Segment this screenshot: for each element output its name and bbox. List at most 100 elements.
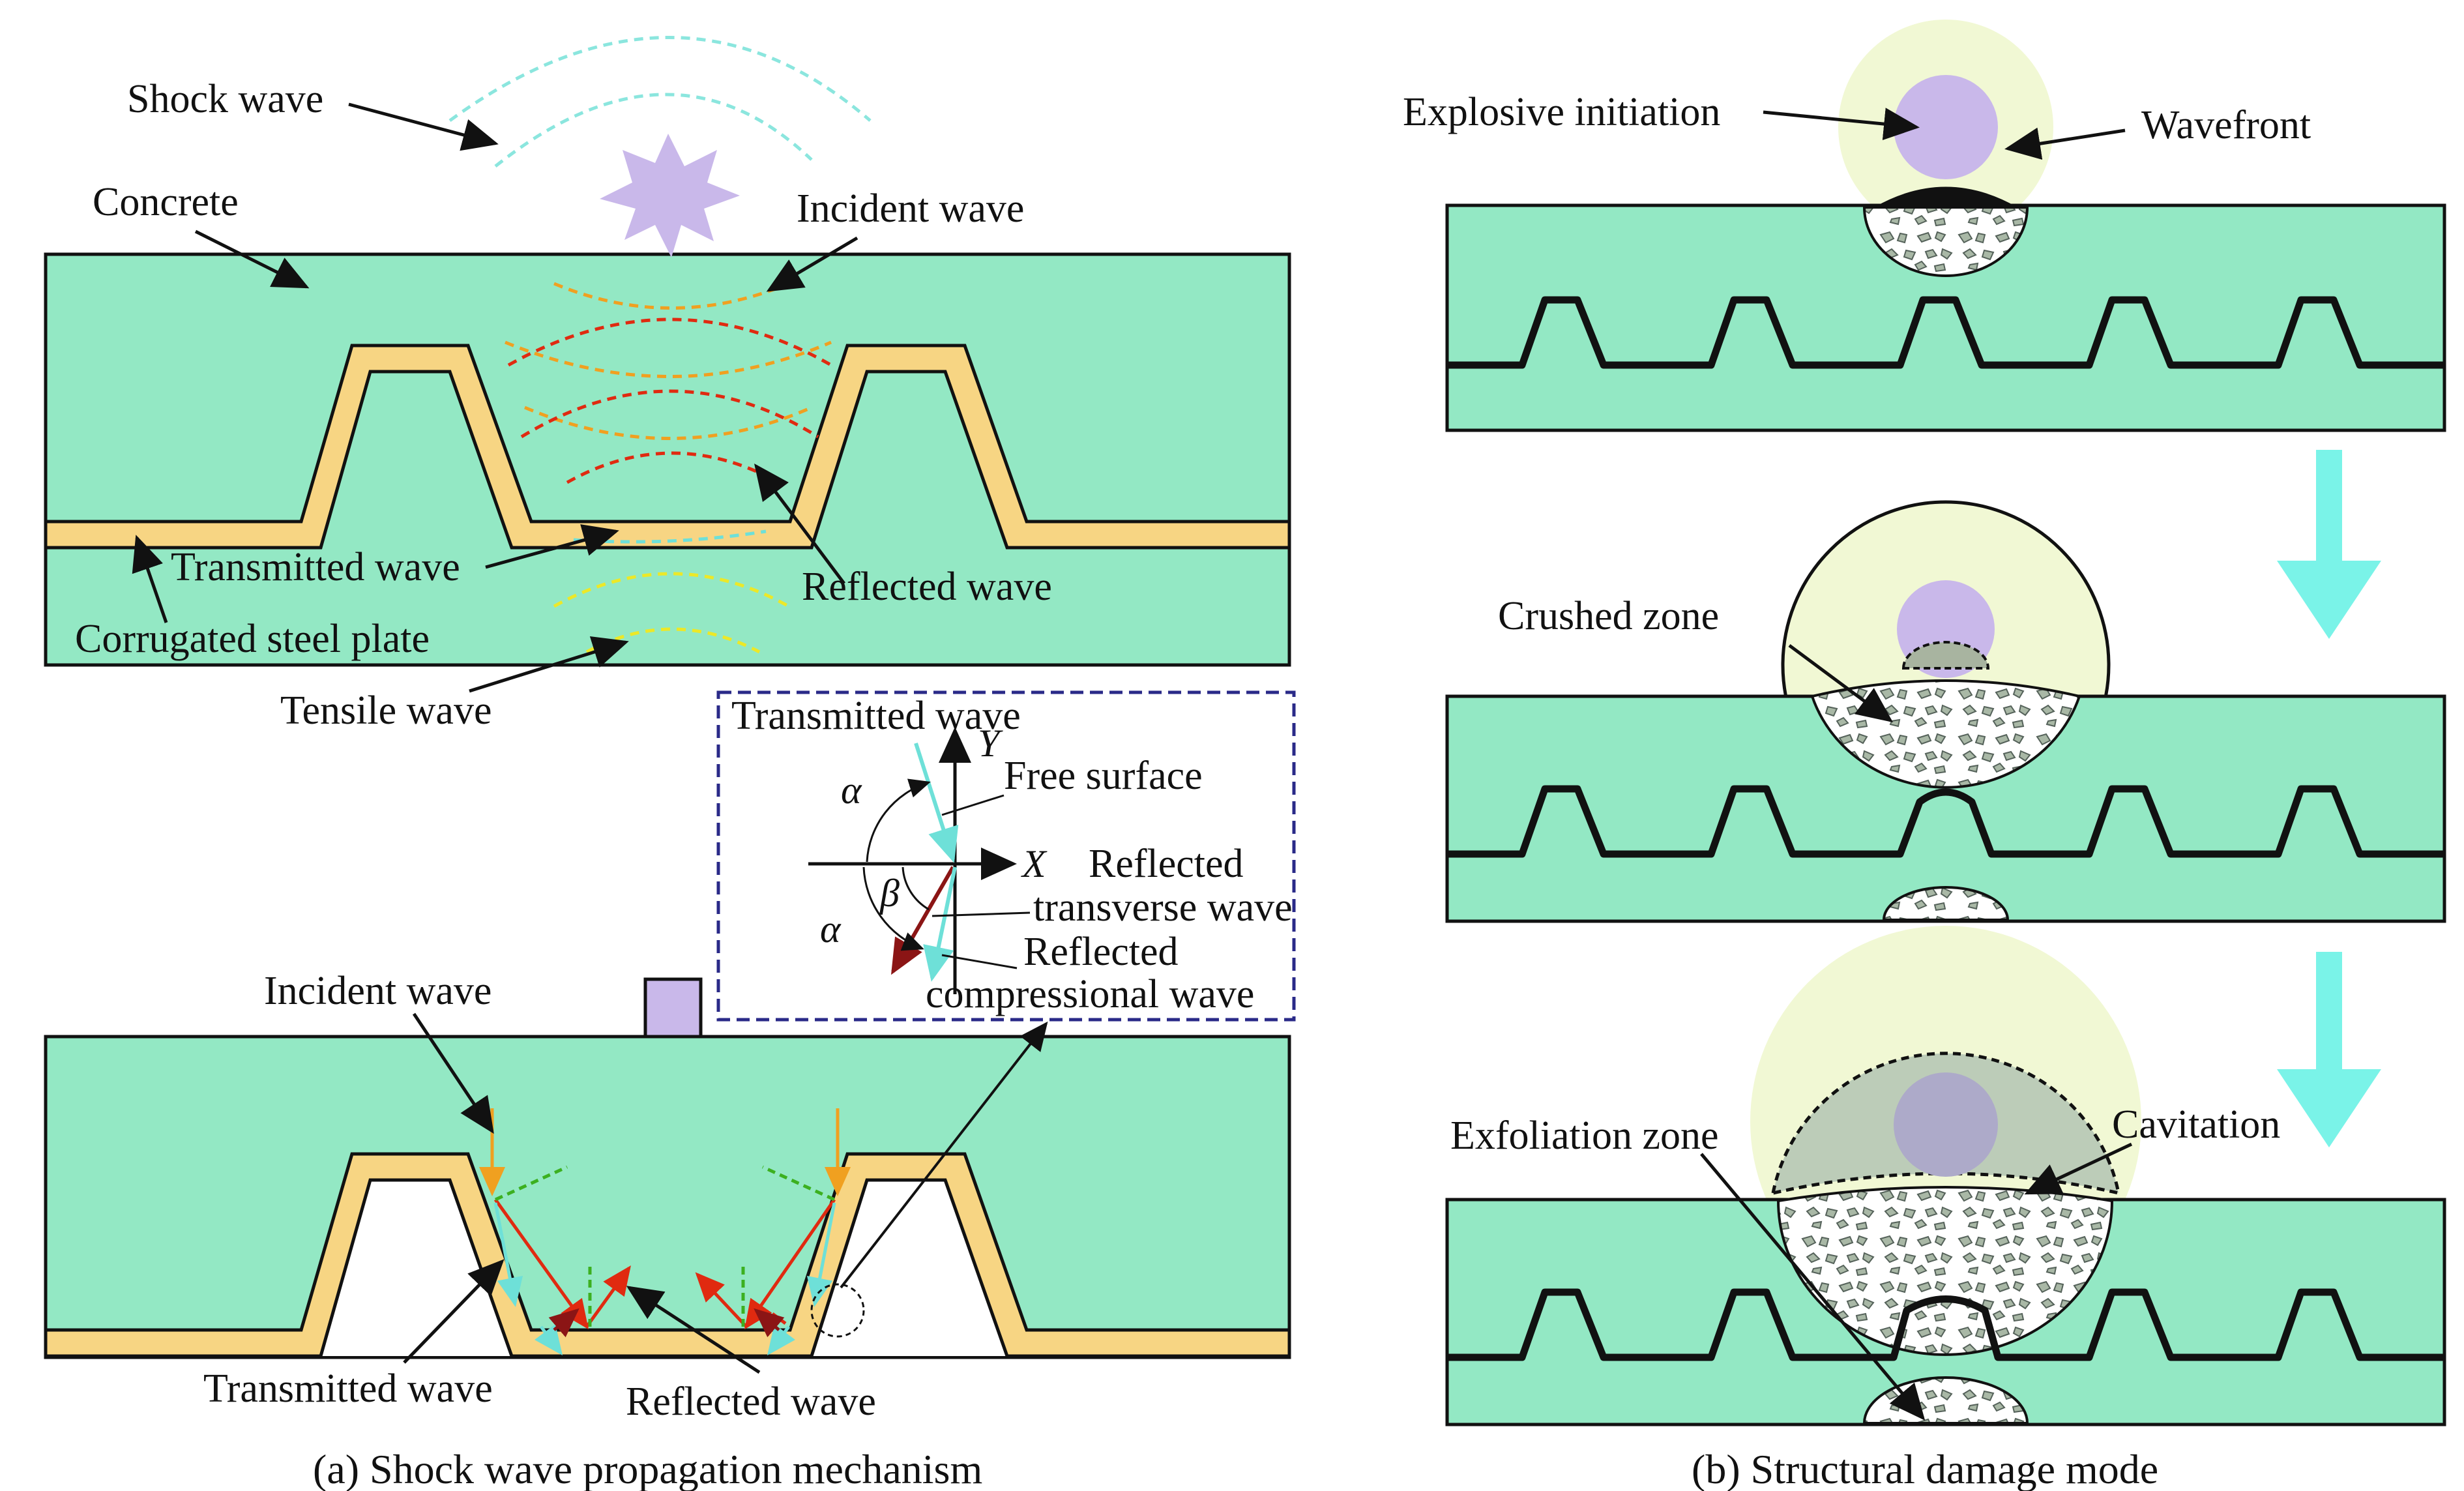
shock-wave-pointer	[348, 102, 499, 151]
incident-wave-arc-1	[553, 282, 789, 310]
inset-reflected-label-1: Reflected	[1089, 842, 1244, 886]
panel-b-stage-2: Crushed zone	[1445, 500, 2446, 923]
incident-wave-arc-2	[505, 340, 832, 378]
reflected-wave-arc-2	[520, 389, 819, 439]
reflected-ray-1	[493, 1198, 589, 1330]
inset-reflected-label-2: Reflected	[1023, 930, 1179, 974]
inset-incident-ray	[914, 743, 959, 863]
inset-free-surface-leader	[941, 794, 1005, 816]
inset-alpha-bottom-arc	[862, 866, 924, 951]
normal-dashed-2	[761, 1165, 836, 1202]
reflected-ray-4	[695, 1272, 748, 1328]
label-exfoliation-zone: Exfoliation zone	[1450, 1114, 1718, 1158]
transmitted-wave-pointer	[485, 524, 619, 569]
panel-a-bottom-diagram: Incident wave Transmitted wave Reflected…	[44, 969, 1291, 1424]
reflected-dark-1	[548, 1308, 579, 1338]
inset-reflected-transverse-ray	[891, 866, 955, 975]
label-crushed-zone: Crushed zone	[1498, 594, 1719, 638]
label-reflected-wave: Reflected wave	[802, 565, 1052, 609]
reflected-wave-arc-1	[507, 317, 832, 367]
reflected-ray-2	[585, 1265, 631, 1328]
transmitted-wave-arc	[573, 529, 767, 544]
panel-b-stage-1: Explosive initiation Wavefront	[1403, 20, 2446, 432]
shock-wave-arc-inner	[494, 93, 813, 168]
corrugated-plate-pointer	[132, 535, 168, 623]
cavitation-pointer	[2024, 1142, 2133, 1195]
stage3-explosive-core	[1894, 1072, 1998, 1177]
normal-dashed-1	[494, 1165, 568, 1202]
stage1-steel-plate	[1448, 296, 2443, 369]
inset-beta: β	[879, 872, 900, 915]
inset-x-label: X	[1021, 842, 1048, 885]
stage3-crushed-zone	[1776, 1186, 2114, 1356]
transmitted-ray-2	[806, 1202, 836, 1307]
caption-panel-b: (b) Structural damage mode	[1692, 1446, 2158, 1491]
corrugated-steel-plate-bottom	[44, 1152, 1291, 1358]
label-shock-wave: Shock wave	[127, 77, 323, 121]
tensile-wave-arc-1	[553, 572, 790, 608]
label-cavitation: Cavitation	[2112, 1102, 2280, 1147]
label-corrugated-steel-plate: Corrugated steel plate	[75, 617, 430, 661]
incident-wave-arc-3	[524, 406, 813, 440]
lower-incident-pointer	[412, 1012, 494, 1134]
explosive-initiation-pointer	[1763, 108, 1920, 141]
label-wavefront: Wavefront	[2141, 103, 2311, 147]
lower-label-reflected-wave: Reflected wave	[626, 1380, 876, 1424]
reflected-wave-pointer	[754, 464, 845, 585]
transmitted-ray-3	[535, 1324, 563, 1355]
reflected-dark-2	[754, 1308, 785, 1338]
inset-beta-arc	[902, 866, 930, 911]
label-concrete: Concrete	[93, 180, 239, 224]
inset-compressional-leader	[941, 954, 1018, 969]
exfoliation-zone-pointer	[1700, 1153, 1926, 1421]
crushed-zone-pointer	[1788, 643, 1894, 722]
explosive-charge-block	[643, 977, 703, 1040]
label-tensile-wave: Tensile wave	[280, 688, 491, 733]
explosion-star-icon	[600, 134, 740, 258]
stage3-steel-plate	[1448, 1288, 2443, 1361]
lower-label-transmitted-wave: Transmitted wave	[203, 1366, 493, 1411]
transmitted-ray-1	[493, 1202, 523, 1307]
wavefront-pointer	[2004, 127, 2126, 160]
inset-transverse-leader	[931, 911, 1031, 917]
inset-transverse-wave-label: transverse wave	[1033, 885, 1293, 930]
tensile-wave-pointer	[469, 636, 629, 693]
reflected-wave-arc-3	[566, 451, 780, 484]
stage2-inner-crush	[1901, 641, 1990, 670]
inset-free-surface-label: Free surface	[1004, 754, 1203, 798]
inset-title: Transmitted wave	[731, 694, 1021, 738]
label-incident-wave: Incident wave	[797, 186, 1024, 231]
inset-alpha-bottom: α	[820, 908, 842, 951]
lower-transmitted-pointer	[403, 1259, 505, 1364]
label-explosive-initiation: Explosive initiation	[1403, 90, 1720, 134]
detail-to-inset-pointer	[840, 1021, 1048, 1289]
inset-compressional-wave-label: compressional wave	[926, 972, 1254, 1016]
concrete-slab-bottom	[44, 1035, 1291, 1359]
lower-reflected-pointer	[626, 1286, 761, 1374]
stage1-explosive-core	[1894, 75, 1998, 179]
inset-alpha-top: α	[841, 769, 862, 812]
stage2-steel-plate	[1448, 785, 2443, 858]
inset-reflected-compressional-ray	[923, 866, 957, 982]
stage1-crater	[1862, 206, 2029, 277]
lower-label-incident-wave: Incident wave	[264, 969, 491, 1013]
stage2-spall-crater	[1882, 886, 2010, 921]
reflected-ray-3	[744, 1198, 836, 1330]
incident-wave-pointer	[766, 236, 858, 292]
void-right	[812, 1180, 1007, 1356]
transmitted-ray-4	[767, 1324, 795, 1355]
concrete-slab-top	[44, 252, 1291, 667]
detail-circle	[810, 1283, 865, 1338]
corrugated-steel-plate-top	[44, 344, 1291, 550]
label-transmitted-wave: Transmitted wave	[171, 545, 460, 589]
concrete-pointer	[194, 229, 310, 289]
panel-a-top-diagram: Shock wave Concrete Incident wave Transm…	[44, 36, 1291, 733]
reflection-inset: Transmitted wave Y X α α β Free surface …	[716, 690, 1296, 1022]
caption-panel-a: (a) Shock wave propagation mechanism	[313, 1446, 982, 1491]
shock-wave-arc-outer	[448, 36, 872, 123]
stage1-detonation-front	[1874, 186, 2017, 207]
inset-alpha-top-arc	[866, 778, 931, 863]
panel-b-stage-3: Exfoliation zone Cavitation	[1445, 926, 2446, 1426]
inset-y-label: Y	[978, 722, 1003, 765]
